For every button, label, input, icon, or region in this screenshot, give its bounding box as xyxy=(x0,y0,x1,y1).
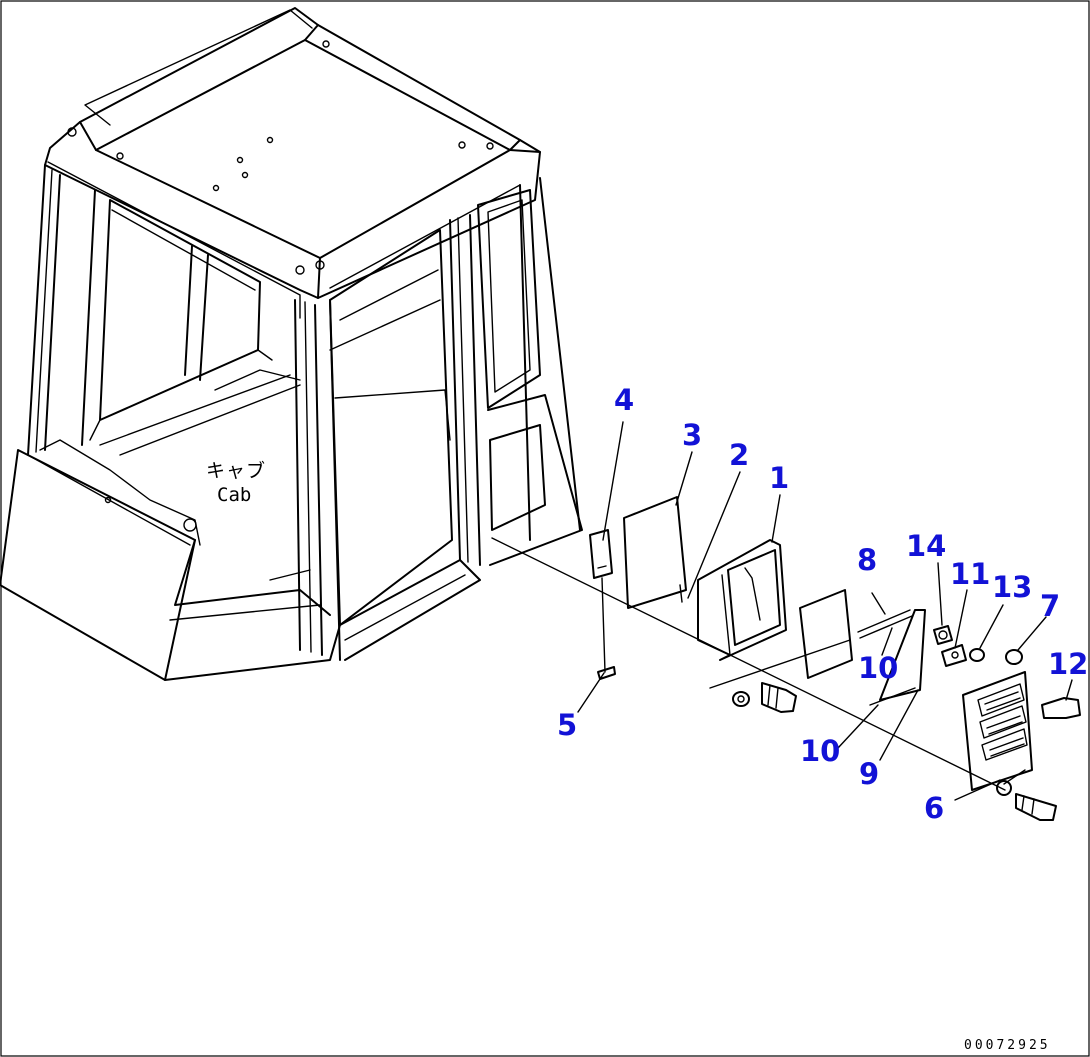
callout-10-upper: 10 xyxy=(858,651,899,685)
fasteners-right xyxy=(933,625,1023,667)
part-10-strip xyxy=(869,687,916,706)
callout-2: 2 xyxy=(729,438,750,472)
leader-lines xyxy=(577,421,1073,801)
washer-bolt-lower xyxy=(996,780,1057,821)
washer-bolt-left xyxy=(732,682,797,713)
callout-1: 1 xyxy=(769,461,790,495)
part-8-strip xyxy=(857,609,913,639)
cab-label-japanese: キャブ xyxy=(206,460,267,482)
part-12-bolt xyxy=(1041,697,1081,719)
filter-element xyxy=(799,589,853,679)
part-6-louver-cover xyxy=(962,671,1033,791)
callout-3: 3 xyxy=(682,418,703,452)
part-5-clip xyxy=(597,666,616,680)
callout-4: 4 xyxy=(614,383,635,417)
part-4-plate xyxy=(589,529,613,579)
part-3-filter xyxy=(623,496,687,609)
callout-5: 5 xyxy=(557,708,578,742)
callout-12: 12 xyxy=(1048,647,1089,681)
callout-10-lower: 10 xyxy=(800,734,841,768)
callout-9: 9 xyxy=(859,757,880,791)
part-2-seal xyxy=(679,584,683,603)
assembly-axis-lines xyxy=(491,537,1006,791)
cab-label-english: Cab xyxy=(217,484,252,506)
part-9-frame xyxy=(879,609,926,701)
callout-7: 7 xyxy=(1040,589,1061,623)
cab-body xyxy=(0,7,583,681)
callout-6: 6 xyxy=(924,791,945,825)
part-1-filter-case xyxy=(697,539,787,661)
callout-11: 11 xyxy=(950,557,991,591)
callout-8: 8 xyxy=(857,543,878,577)
callout-14: 14 xyxy=(906,529,947,563)
callout-13: 13 xyxy=(992,570,1033,604)
document-number: 00072925 xyxy=(964,1038,1051,1053)
